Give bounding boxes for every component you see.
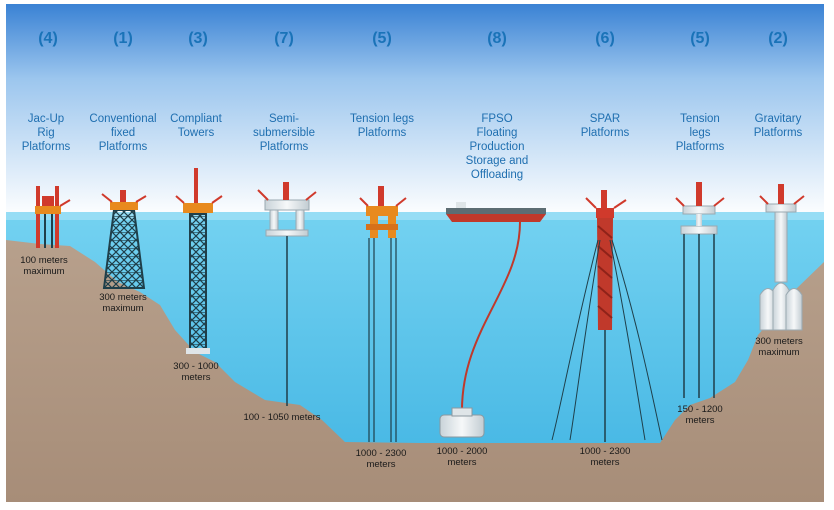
- platform-number: (5): [690, 30, 710, 47]
- semi-submersible-platform: [257, 182, 317, 406]
- compliant-tower: [175, 168, 223, 354]
- platform-number: (2): [768, 30, 788, 47]
- platform-name: SPAR Platforms: [580, 113, 630, 139]
- platform-number: (4): [38, 30, 58, 47]
- sky: [6, 4, 824, 218]
- depth-label: 150 - 1200 meters: [677, 404, 723, 426]
- depth-label: 1000 - 2000 meters: [436, 446, 488, 468]
- seabed: [6, 240, 824, 502]
- depth-label: 100 meters maximum: [20, 255, 68, 277]
- depth-label: 1000 - 2300 meters: [579, 446, 631, 468]
- platform-number: (3): [188, 30, 208, 47]
- spar-platform: [551, 190, 663, 442]
- platform-name: Compliant Towers: [170, 113, 222, 139]
- platform-name: Semi- submersible Platforms: [253, 113, 315, 153]
- platform-name: Jac-Up Rig Platforms: [21, 113, 71, 153]
- platform-number: (8): [487, 30, 507, 47]
- depth-label: 300 - 1000 meters: [173, 361, 219, 383]
- tension-leg-platform-right: [675, 182, 725, 398]
- depth-label: 1000 - 2300 meters: [355, 448, 407, 470]
- fpso-vessel: [439, 202, 546, 438]
- depth-label: 100 - 1050 meters: [243, 412, 321, 423]
- platform-number: (7): [274, 30, 294, 47]
- water-surface-line: [6, 212, 824, 220]
- platform-name: Tension legs Platforms: [350, 113, 414, 139]
- gravity-platform: [759, 184, 805, 331]
- conventional-fixed-platform: [101, 190, 147, 289]
- platform-number: (6): [595, 30, 615, 47]
- depth-label: 300 meters maximum: [99, 292, 147, 314]
- platform-name: FPSO Floating Production Storage and Off…: [465, 113, 529, 181]
- platform-name: Tension legs Platforms: [675, 113, 725, 153]
- platform-name: Gravitary Platforms: [753, 113, 803, 139]
- platform-number: (1): [113, 30, 133, 47]
- tension-leg-platform: [359, 186, 407, 442]
- platform-number: (5): [372, 30, 392, 47]
- jackup-rig: [35, 186, 71, 248]
- platform-name: Conventional fixed Platforms: [89, 113, 157, 153]
- depth-label: 300 meters maximum: [755, 336, 803, 358]
